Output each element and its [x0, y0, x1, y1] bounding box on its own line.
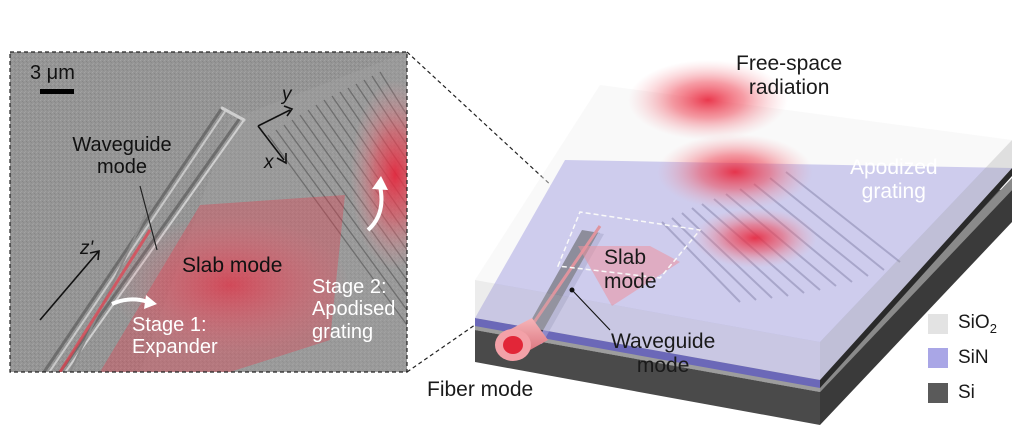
apodized-grating-label: Apodized grating: [850, 156, 938, 203]
free-space-label: Free-space radiation: [736, 52, 843, 99]
fiber-mode-label: Fiber mode: [427, 378, 534, 401]
radiation-spot-top: [628, 60, 788, 140]
stage1-label: Stage 1: Expander: [132, 314, 218, 359]
legend-item-sin: SiN: [928, 347, 989, 369]
sem-waveguide-mode-field: [58, 229, 152, 372]
legend-label: SiN: [958, 347, 989, 368]
legend-item-si: Si: [928, 382, 975, 404]
device-slab-mode-label: Slab mode: [604, 246, 657, 293]
axis-y-label: y: [282, 84, 292, 105]
axis-x-label: x: [264, 152, 274, 173]
radiation-spot-middle: [657, 134, 813, 210]
sem-waveguide-pointer: [139, 185, 158, 251]
stage2-label: Stage 2: Apodised grating: [312, 276, 396, 343]
sem-slab-mode-label: Slab mode: [182, 254, 283, 277]
legend-swatch: [928, 348, 948, 368]
legend-label: Si: [958, 382, 975, 403]
device-3d: [475, 60, 1012, 425]
legend-swatch: [928, 383, 948, 403]
axis-z-label: z': [80, 238, 94, 259]
waveguide-pointer-line: [571, 289, 611, 331]
device-slab-mode: [578, 246, 680, 306]
legend-swatch: [928, 313, 948, 334]
sem-axes: [39, 105, 294, 321]
stage1-arrow: [111, 297, 149, 306]
sem-radiation-spot: [350, 80, 407, 270]
device-waveguide-mode-label: Waveguide mode: [611, 330, 716, 377]
stage2-arrow: [366, 185, 384, 232]
fiber: [495, 318, 548, 361]
sem-frame: [9, 51, 408, 373]
legend-item-sio2: SiO2: [928, 312, 997, 336]
legend-label: SiO2: [958, 312, 997, 336]
radiation-spot-bottom: [693, 208, 817, 268]
scale-bar-label: 3 μm: [30, 62, 75, 84]
scale-bar: [40, 89, 74, 94]
sem-waveguide-mode-label: Waveguide mode: [72, 134, 172, 179]
sem-panel: [9, 51, 408, 373]
